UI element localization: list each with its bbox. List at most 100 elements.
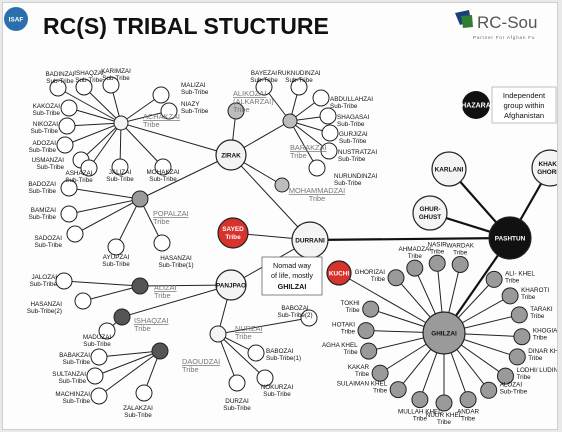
subtribe-node bbox=[80, 159, 98, 177]
subtribe-node bbox=[255, 78, 273, 96]
subtribe-type: Sub-Tribe bbox=[338, 156, 366, 163]
connector-subtribe-29 bbox=[98, 350, 161, 397]
ghilzai-tribe-name: SULAIMAN KHEL bbox=[337, 381, 388, 388]
hub-node-ghilzai bbox=[422, 311, 466, 355]
ghilzai-tribe-name: KHOGIAN bbox=[533, 328, 557, 335]
subtribe-node bbox=[247, 344, 265, 362]
ghilzai-tribe-node bbox=[480, 381, 498, 399]
subtribe-name: NURUNDINZAI bbox=[334, 173, 378, 180]
connector-subtribe-20 bbox=[68, 198, 141, 215]
subtribe-type: Sub-Tribe bbox=[149, 176, 177, 183]
legend-hazara-node bbox=[462, 91, 490, 119]
subtribe-node bbox=[66, 225, 84, 243]
tribe-node-achakzai bbox=[113, 115, 129, 131]
hub-node-zirak bbox=[215, 139, 247, 171]
subtribe-name: ASHAZAI bbox=[66, 170, 93, 177]
subtribe-type: Sub-Tribe(2) bbox=[277, 312, 312, 319]
subtribe-name: NUSTRATZAI bbox=[338, 149, 377, 156]
subtribe-type: Sub-Tribe bbox=[37, 164, 65, 171]
ghilzai-tribe-type: Tribe bbox=[413, 416, 428, 423]
hub-label-ghur: GHUST bbox=[419, 214, 441, 221]
isaf-logo-text: ISAF bbox=[9, 17, 24, 24]
nomad-note-line-2: of life, mostly bbox=[271, 271, 313, 280]
subtribe-type: Sub-Tribe bbox=[181, 108, 209, 115]
subtribe-name: AYUPZAI bbox=[103, 254, 130, 261]
ghilzai-tribe-node bbox=[371, 364, 389, 382]
subtribe-type: Sub-Tribe bbox=[46, 78, 74, 85]
subtribe-name: SULTANZAI bbox=[52, 371, 86, 378]
ghilzai-tribe-type: Tribe bbox=[505, 277, 520, 284]
subtribe-node bbox=[320, 142, 338, 160]
hub-label-sayed: Tribe bbox=[225, 234, 241, 241]
subtribe-name: BABOZAI bbox=[266, 348, 294, 355]
hub-label-khakh: GHORIA bbox=[537, 169, 557, 176]
subtribe-type: Sub-Tribe bbox=[285, 77, 313, 84]
ghilzai-tribe-node bbox=[510, 306, 528, 324]
ghilzai-tribe-node bbox=[497, 367, 514, 385]
tribe-label-mohammadzai: Tribe bbox=[309, 194, 326, 203]
subtribe-type: Sub-Tribe bbox=[63, 359, 91, 366]
subtribe-node bbox=[90, 348, 108, 366]
subtribe-name: NIAZY bbox=[181, 101, 200, 108]
hub-node-karlani bbox=[431, 151, 467, 187]
ghilzai-tribe-type: Tribe bbox=[371, 276, 386, 283]
ghilzai-tribe-name: WARDAK bbox=[446, 243, 474, 250]
subtribe-name: BABAKZAI bbox=[59, 352, 90, 359]
ghilzai-tribe-node bbox=[513, 328, 531, 346]
subtribe-name: KARIMZAI bbox=[101, 68, 131, 75]
ghilzai-tribe-type: Sub-Tribe bbox=[500, 388, 528, 395]
nomad-note-line-1: Nomad way bbox=[273, 261, 311, 270]
tribe-label-ishaqzai: ISHAQZAI bbox=[134, 316, 169, 325]
tribe-node-alizai bbox=[131, 277, 149, 295]
ghilzai-tribe-type: Tribe bbox=[341, 329, 356, 336]
ghilzai-tribe-type: Tribe bbox=[533, 335, 548, 342]
hub-node-ghur bbox=[412, 195, 448, 231]
connector-subtribe-28 bbox=[94, 350, 161, 377]
subtribe-name: SHAGASAI bbox=[337, 114, 369, 121]
ghilzai-tribe-type: Tribe bbox=[344, 349, 359, 356]
subtribe-type: Sub-Tribe(1) bbox=[158, 262, 193, 269]
subtribe-node bbox=[55, 272, 73, 290]
tribe-label-achakzai: Tribe bbox=[143, 120, 160, 129]
ghilzai-tribe-name: TOKHI bbox=[341, 300, 360, 307]
ghilzai-tribe-type: Tribe bbox=[437, 419, 452, 426]
legend-box bbox=[491, 86, 557, 124]
hub-label-durrani: DURRANI bbox=[295, 238, 325, 245]
ghilzai-tribe-name: TARAKI bbox=[530, 306, 553, 313]
hub-node-kuchi bbox=[326, 260, 352, 286]
subtribe-name: ZALAKZAI bbox=[123, 405, 153, 412]
tribe-node-ishaqzai bbox=[113, 308, 131, 326]
connector-zirak-popalzai bbox=[139, 154, 232, 200]
nomad-note: Nomad way of life, mostly GHILZAI bbox=[261, 256, 323, 296]
subtribe-node bbox=[152, 86, 170, 104]
ghilzai-tribe-node bbox=[360, 342, 378, 360]
hub-label-kuchi: KUCHI bbox=[329, 271, 349, 278]
ghilzai-tribe-node bbox=[389, 381, 407, 399]
subtribe-type: Sub-Tribe bbox=[181, 89, 209, 96]
legend-text-line-3: Afghanistan bbox=[504, 111, 544, 120]
ghilzai-tribe-node bbox=[362, 300, 380, 318]
rc-south-logo: RC-Sou Partner For Afghan Fu bbox=[455, 10, 537, 40]
subtribe-type: Sub-Tribe(2) bbox=[27, 308, 62, 315]
ghilzai-tribe-name: NASIR bbox=[428, 241, 448, 248]
tribe-label-alizai: ALIZAI bbox=[154, 283, 177, 292]
tribe-node-popalzai bbox=[131, 190, 149, 208]
subtribe-name: RUKNUDINZAI bbox=[277, 70, 320, 77]
subtribe-node bbox=[256, 369, 274, 387]
hub-node-pashtun bbox=[488, 216, 532, 260]
subtribe-type: Sub-Tribe bbox=[33, 110, 61, 117]
ghilzai-tribe-type: Tribe bbox=[355, 371, 370, 378]
connector-subtribe-1 bbox=[83, 86, 122, 124]
connector-subtribe-8 bbox=[80, 122, 122, 161]
rc-logo-flag-icon bbox=[461, 15, 473, 28]
legend-text-line-2: group within bbox=[504, 101, 545, 110]
subtribe-name: BAYEZAI bbox=[251, 70, 277, 77]
subtribe-node bbox=[49, 79, 67, 97]
subtribe-node bbox=[60, 99, 78, 117]
hub-label-ghilzai: GHILZAI bbox=[431, 331, 457, 338]
subtribe-name: NIKOZAI bbox=[33, 121, 58, 128]
connector-subtribe-25 bbox=[82, 285, 141, 302]
rc-logo-tagline: Partner For Afghan Fu bbox=[473, 35, 535, 40]
subtribe-node bbox=[111, 158, 129, 176]
connector-subtribe-0 bbox=[57, 87, 122, 124]
